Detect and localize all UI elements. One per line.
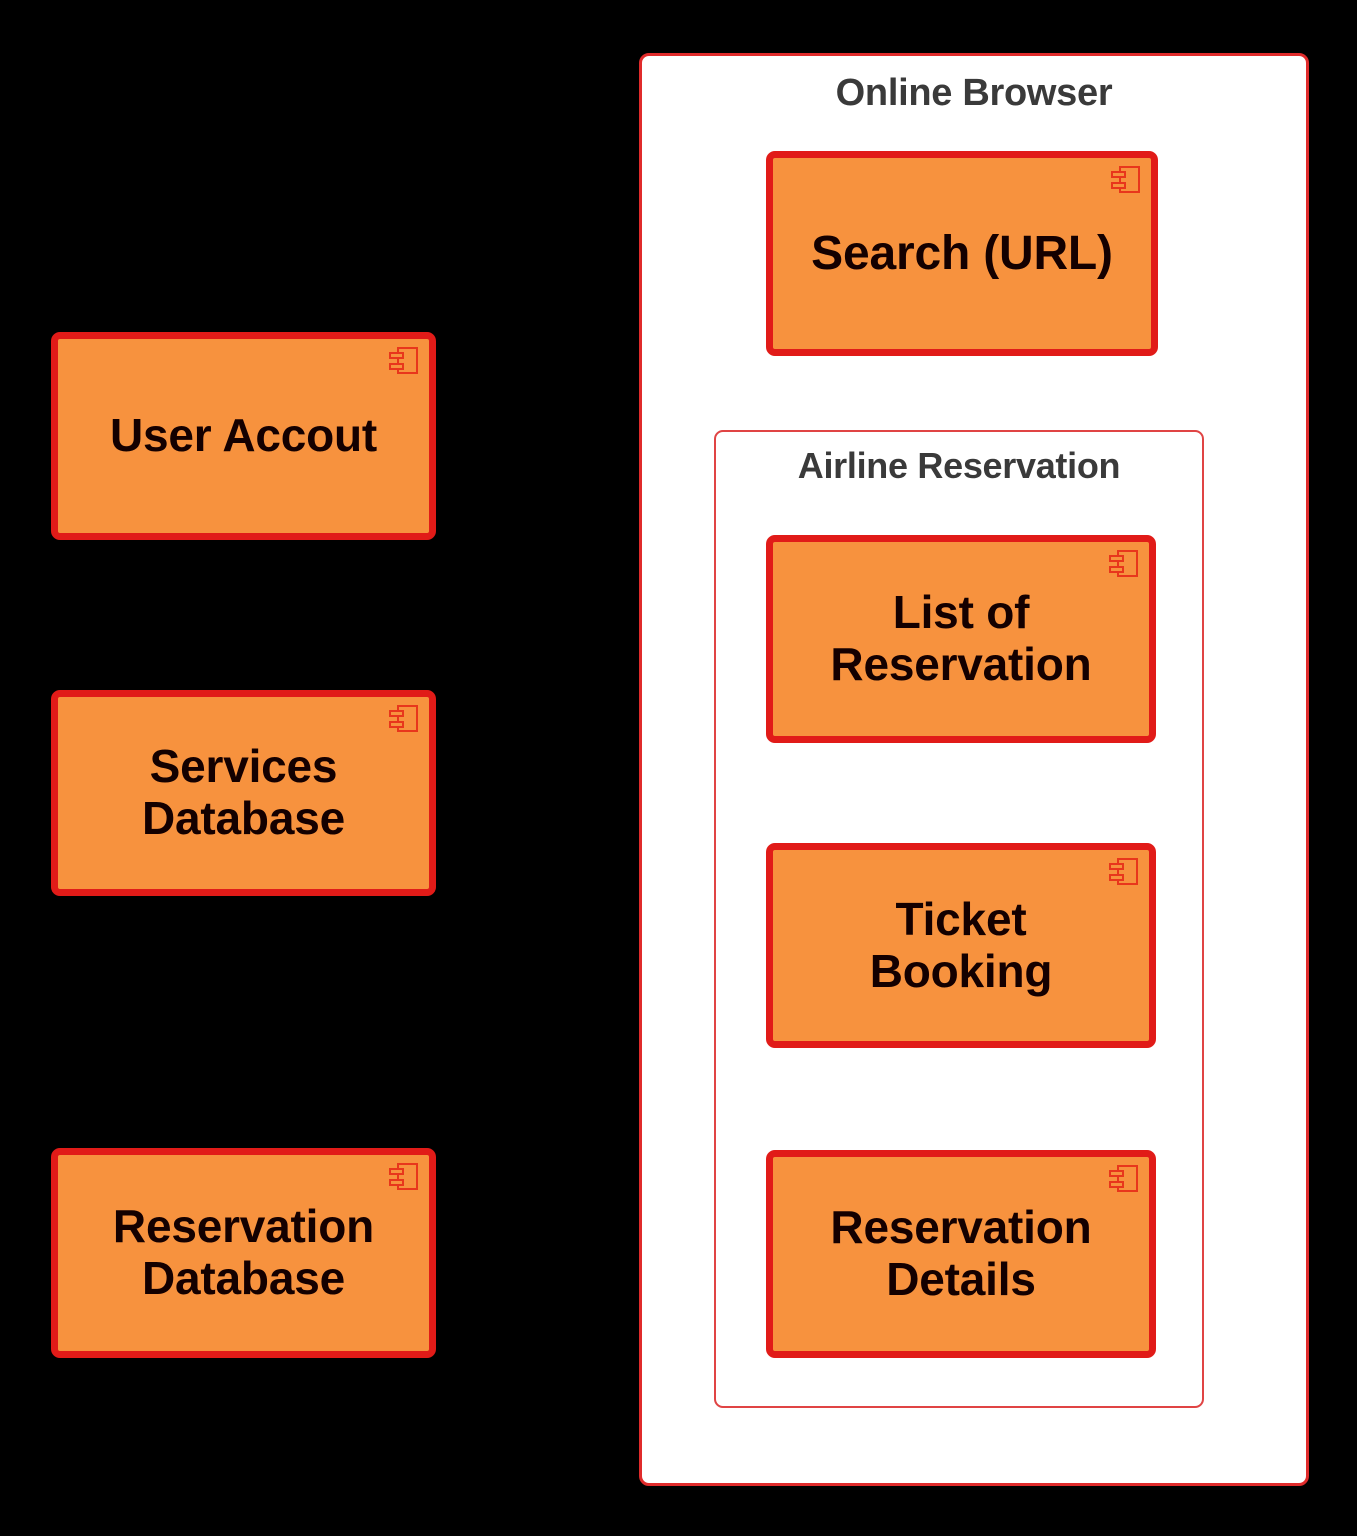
component-label: List of Reservation xyxy=(830,586,1092,690)
uml-component-icon-port-top xyxy=(389,352,404,359)
uml-component-icon-port-bottom xyxy=(1109,1181,1124,1188)
component-list-of-reservation[interactable]: List of Reservation xyxy=(766,535,1156,743)
uml-component-icon-port-bottom xyxy=(1109,874,1124,881)
component-label: Ticket Booking xyxy=(869,892,1053,997)
uml-component-icon xyxy=(389,1163,419,1191)
component-user-accout[interactable]: User Accout xyxy=(51,332,436,540)
uml-component-icon-port-top xyxy=(1109,1170,1124,1177)
uml-component-icon xyxy=(1109,1165,1139,1193)
uml-component-icon xyxy=(389,705,419,733)
component-label: Reservation Database xyxy=(112,1200,375,1304)
uml-component-icon-port-bottom xyxy=(1109,566,1124,573)
uml-component-icon-port-top xyxy=(389,710,404,717)
uml-component-icon-port-bottom xyxy=(389,363,404,370)
uml-component-icon-body xyxy=(397,347,418,374)
uml-component-icon-body xyxy=(1117,858,1138,885)
uml-component-icon-body xyxy=(397,705,418,732)
uml-component-icon-port-bottom xyxy=(389,1179,404,1186)
uml-component-icon-body xyxy=(397,1163,418,1190)
component-services-database[interactable]: Services Database xyxy=(51,690,436,896)
uml-component-icon-port-bottom xyxy=(1111,182,1126,189)
uml-component-icon xyxy=(1109,550,1139,578)
uml-component-icon xyxy=(389,347,419,375)
uml-component-icon-port-top xyxy=(389,1168,404,1175)
component-search-url[interactable]: Search (URL) xyxy=(766,151,1158,356)
uml-component-icon-body xyxy=(1119,166,1140,193)
component-ticket-booking[interactable]: Ticket Booking xyxy=(766,843,1156,1048)
uml-component-icon-port-top xyxy=(1109,863,1124,870)
package-online-browser-title: Online Browser xyxy=(835,72,1113,114)
component-label: Services Database xyxy=(142,740,345,844)
uml-component-icon xyxy=(1109,858,1139,886)
uml-component-icon-body xyxy=(1117,1165,1138,1192)
component-reservation-database[interactable]: Reservation Database xyxy=(51,1148,436,1358)
package-airline-reservation-title: Airline Reservation xyxy=(797,445,1121,486)
uml-component-icon-body xyxy=(1117,550,1138,577)
uml-component-icon-port-top xyxy=(1111,171,1126,178)
uml-component-icon-port-bottom xyxy=(389,721,404,728)
uml-component-icon xyxy=(1111,166,1141,194)
component-label: Reservation Details xyxy=(830,1201,1092,1305)
component-reservation-details[interactable]: Reservation Details xyxy=(766,1150,1156,1358)
component-label: User Accout xyxy=(109,409,378,462)
uml-component-icon-port-top xyxy=(1109,555,1124,562)
component-label: Search (URL) xyxy=(811,226,1113,280)
